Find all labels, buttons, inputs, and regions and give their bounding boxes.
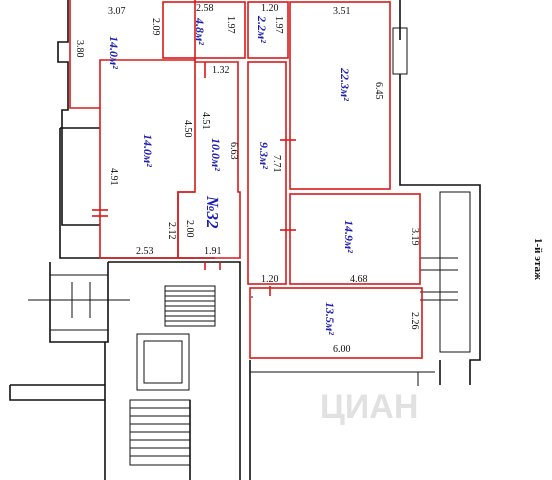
area-room-2: 4.8м² (193, 17, 207, 45)
area-room-7: 9.3м² (257, 142, 271, 169)
area-room-1: 14.0м² (107, 36, 121, 69)
stairwell (9, 261, 435, 480)
dim-209: 2.09 (150, 18, 161, 36)
dim-191: 1.91 (204, 246, 222, 257)
floor-label: 1-й этаж (532, 238, 544, 280)
apartment-number: №32 (203, 195, 222, 229)
area-room-5: 14.0м² (141, 134, 155, 167)
room-outlines (69, 0, 423, 359)
dim-200: 2.00 (184, 220, 195, 238)
outer-walls (57, 0, 481, 385)
dim-253: 2.53 (136, 246, 154, 257)
dim-351: 3.51 (333, 6, 351, 17)
dim-258: 2.58 (196, 3, 214, 14)
dim-450: 4.50 (182, 120, 193, 138)
door-markers (92, 139, 296, 296)
dim-197-b: 1.97 (273, 16, 284, 34)
dim-197-a: 1.97 (225, 16, 236, 34)
dim-491: 4.91 (108, 168, 119, 186)
dim-319: 3.19 (409, 228, 420, 246)
dim-226: 2.26 (409, 312, 420, 330)
area-room-6: 10.0м² (209, 138, 223, 171)
dim-132: 1.32 (212, 65, 230, 76)
dim-380: 3.80 (74, 40, 85, 58)
dim-307: 3.07 (108, 6, 126, 17)
area-room-8: 14.9м² (342, 220, 356, 253)
dim-600: 6.00 (333, 344, 351, 355)
area-room-4: 22.3м² (338, 67, 352, 101)
area-room-3: 2.2м² (255, 15, 269, 43)
dim-212: 2.12 (166, 222, 177, 240)
dim-645: 6.45 (373, 82, 384, 100)
dim-120-top: 1.20 (261, 3, 279, 14)
area-room-9: 13.5м² (323, 302, 337, 335)
dimension-labels: 3.07 2.58 1.20 3.51 2.09 1.97 1.97 3.80 … (74, 3, 420, 355)
dim-663: 6.63 (228, 142, 239, 160)
dim-120-bottom: 1.20 (261, 274, 279, 285)
room-area-labels: 14.0м² 4.8м² 2.2м² 22.3м² 14.0м² 10.0м² … (107, 15, 356, 335)
dim-468: 4.68 (350, 274, 368, 285)
watermark-logo: ЦИАН (320, 388, 418, 426)
dim-451: 4.51 (200, 112, 211, 130)
dim-771: 7.71 (271, 155, 282, 173)
